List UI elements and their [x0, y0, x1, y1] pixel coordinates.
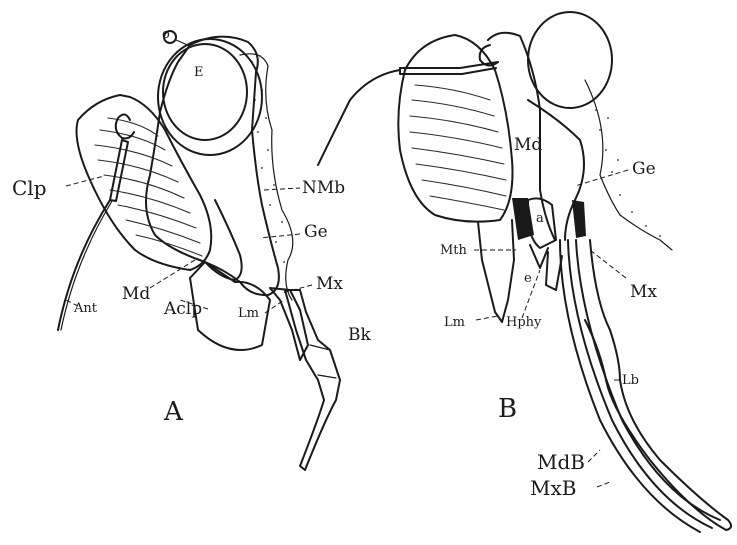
label-maxilla-a: Mx	[316, 276, 343, 293]
label-clypeus-a: Clp	[12, 178, 47, 198]
label-mandible-b: Md	[514, 137, 542, 154]
beak-a	[285, 290, 340, 470]
figure-a-leaders	[66, 176, 312, 313]
figure-a-drawing	[58, 31, 340, 470]
label-labrum-b: Lm	[444, 316, 465, 329]
label-notum: NMb	[302, 180, 345, 197]
clypeus-a-hatching	[95, 118, 202, 256]
label-labrum-a: Lm	[238, 307, 259, 320]
label-hypopharynx: Hphy	[506, 316, 541, 329]
labium-b	[585, 240, 731, 530]
figure-caption-a: A	[164, 399, 183, 425]
label-mandible-a: Md	[122, 286, 150, 303]
label-antenna: Ant	[74, 302, 97, 315]
membrane-b-outline	[585, 80, 672, 250]
label-e: e	[524, 272, 532, 285]
compound-eye-a-inner	[163, 44, 247, 140]
compound-eye-b	[528, 12, 612, 108]
maxilla-plate-b	[572, 200, 586, 238]
label-o: o	[162, 28, 170, 41]
label-gena-a: Ge	[304, 224, 328, 241]
label-a: a	[536, 212, 544, 225]
label-anteclypeus: Aclp	[164, 301, 202, 318]
label-labium: Lb	[622, 374, 639, 387]
labrum-b	[478, 220, 514, 322]
figure-caption-b: B	[498, 396, 517, 422]
label-gena-b: Ge	[632, 161, 656, 178]
label-maxillary-bristle: MxB	[530, 478, 576, 498]
label-beak: Bk	[348, 327, 371, 344]
clypeus-b-hatching	[410, 85, 506, 210]
label-maxilla-b: Mx	[630, 284, 657, 301]
figure-b-leaders	[474, 170, 628, 487]
label-eye: E	[194, 66, 204, 79]
label-mouth: Mth	[440, 244, 467, 257]
label-mandibular-bristle: MdB	[537, 452, 585, 472]
